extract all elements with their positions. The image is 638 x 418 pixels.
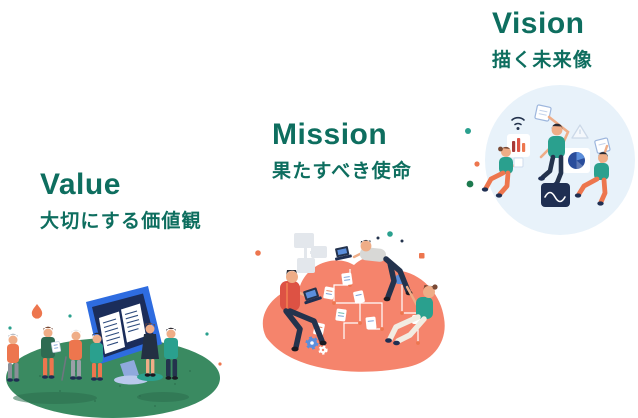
- decorative-dots: [255, 231, 425, 259]
- cane: [61, 356, 67, 381]
- vision-subtitle: 描く未来像: [492, 49, 594, 71]
- paper-icon: [534, 104, 552, 122]
- hill-texture: [39, 370, 191, 407]
- bar-chart-icon: [507, 134, 530, 157]
- wave-chart-icon: [541, 183, 570, 207]
- shadow: [137, 392, 189, 402]
- person-dress: [137, 322, 163, 381]
- person-right-seated: [385, 284, 438, 346]
- person-laptop-top: [335, 239, 413, 302]
- decorative-dots: [465, 128, 480, 188]
- document-page-right: [121, 303, 146, 343]
- person-left: [481, 146, 524, 198]
- shadow: [13, 392, 97, 404]
- person-elderly-cane: [61, 329, 82, 381]
- value-illustration: [6, 286, 222, 418]
- mission-section: Mission 果たすべき使命: [272, 119, 412, 183]
- mission-subtitle: 果たすべき使命: [272, 160, 413, 182]
- flowchart-icon: [294, 233, 327, 273]
- pie-chart-icon: [563, 148, 590, 173]
- vision-section: Vision 描く未来像: [492, 8, 593, 72]
- workflow-nodes: [332, 283, 420, 345]
- value-title: Value: [40, 168, 121, 201]
- value-subtitle: 大切にする価値観: [40, 210, 202, 232]
- person-right: [574, 144, 609, 206]
- mission-title: Mission: [272, 118, 388, 151]
- vision-illustration: [465, 85, 635, 235]
- person-center: [538, 115, 570, 187]
- document-page-left: [99, 311, 125, 354]
- value-section: Value 大切にする価値観: [40, 169, 202, 233]
- person-clipboard: [41, 326, 62, 379]
- droplet-icon: [31, 304, 43, 319]
- mission-illustration: [255, 231, 445, 372]
- person-laptop-left: [280, 270, 327, 352]
- person-caregiver: [90, 332, 103, 381]
- warning-triangle-icon: [571, 124, 589, 139]
- person-teal-right: [164, 327, 178, 380]
- monitor-stand: [120, 360, 139, 379]
- wifi-icon: [511, 116, 525, 130]
- person-elderly-left: [7, 333, 20, 382]
- vision-title: Vision: [492, 7, 585, 40]
- sparkle-dots: [8, 314, 222, 366]
